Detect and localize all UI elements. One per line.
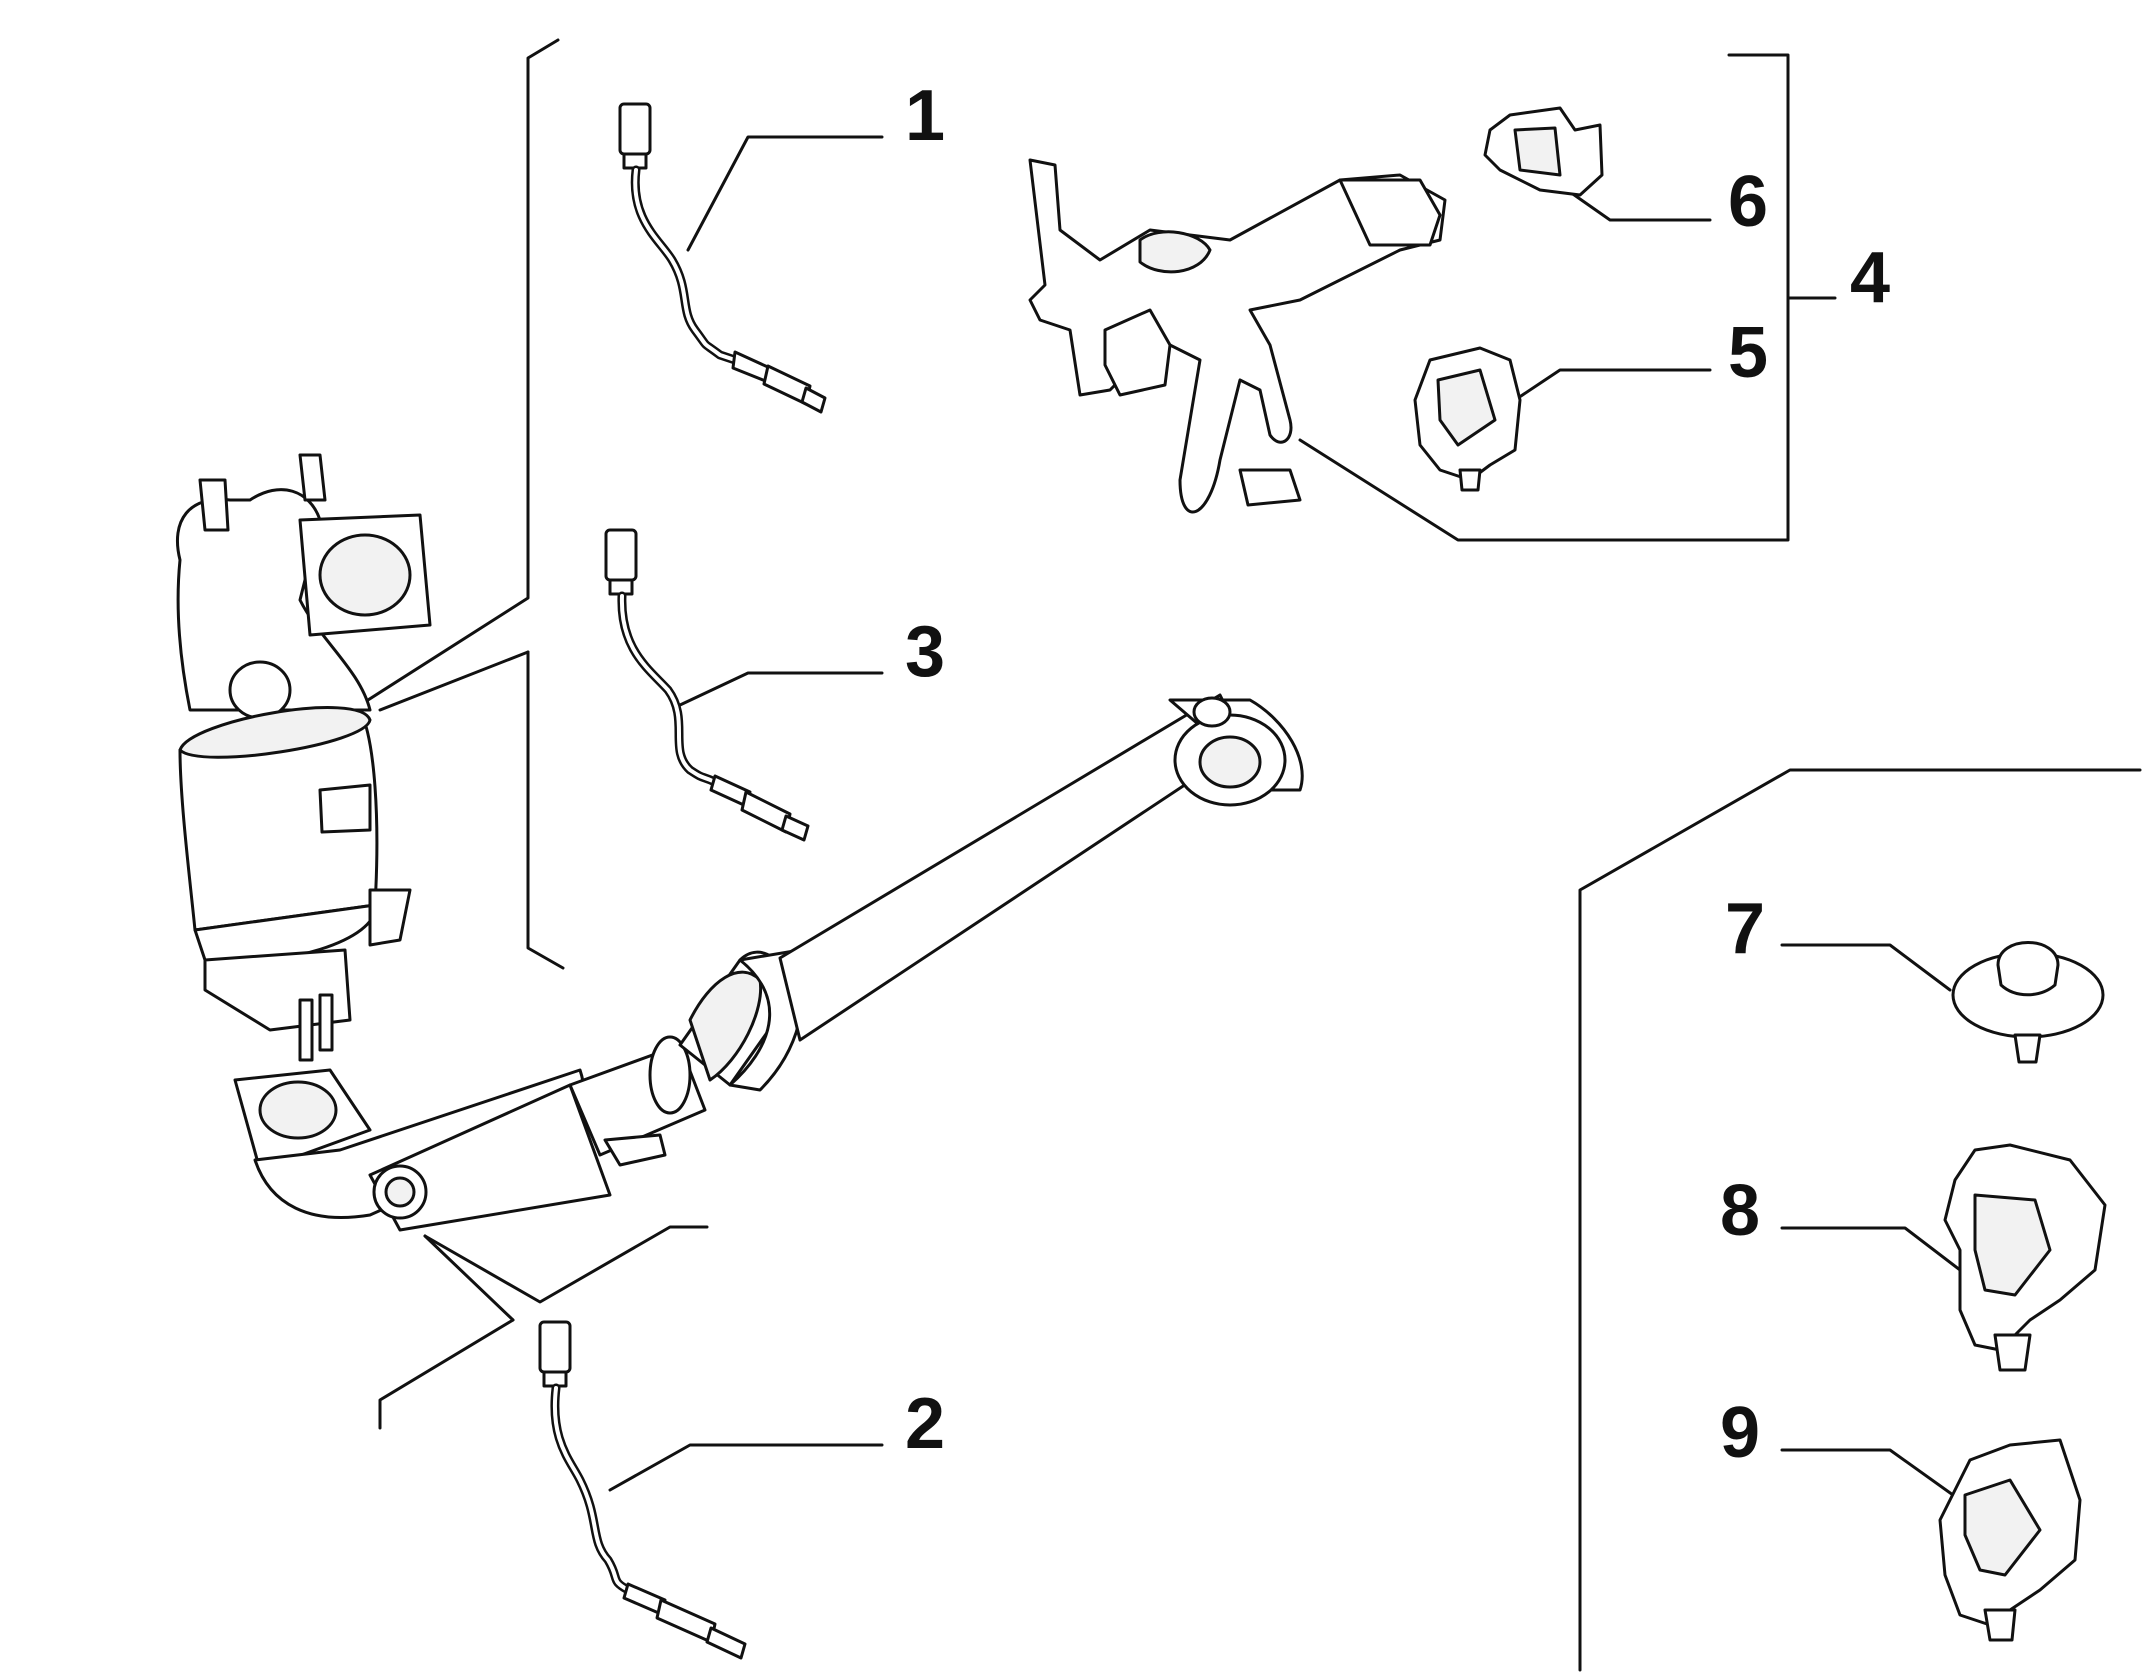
group-bracket-left — [366, 38, 565, 970]
callout-1: 1 — [905, 76, 945, 156]
oxygen-sensor-2 — [538, 1320, 747, 1660]
group-bracket-right-box — [1298, 53, 1837, 542]
oxygen-sensor-3 — [604, 528, 810, 842]
callout-7: 7 — [1725, 889, 1765, 969]
callout-4: 4 — [1850, 238, 1890, 318]
clip-5 — [1413, 346, 1522, 492]
callout-labels: 1 2 3 4 5 6 7 8 9 — [905, 76, 1890, 1473]
heat-shield-bracket — [1028, 158, 1447, 514]
catalytic-converter-manifold — [175, 453, 432, 1062]
exhaust-front-pipe — [233, 693, 1304, 1232]
group-bracket-bottom — [378, 1225, 709, 1430]
clip-8 — [1943, 1143, 2107, 1372]
leader-lines — [608, 135, 1962, 1502]
callout-8: 8 — [1720, 1171, 1760, 1251]
callout-6: 6 — [1728, 162, 1768, 242]
group-bracket-clips — [1578, 768, 2142, 1672]
callout-3: 3 — [905, 612, 945, 692]
push-rivet-7 — [1951, 941, 2105, 1064]
clip-6 — [1483, 106, 1604, 197]
callout-2: 2 — [905, 1384, 945, 1464]
oxygen-sensor-1 — [618, 102, 827, 414]
callout-5: 5 — [1728, 313, 1768, 393]
callout-9: 9 — [1720, 1393, 1760, 1473]
clip-9 — [1938, 1438, 2082, 1642]
